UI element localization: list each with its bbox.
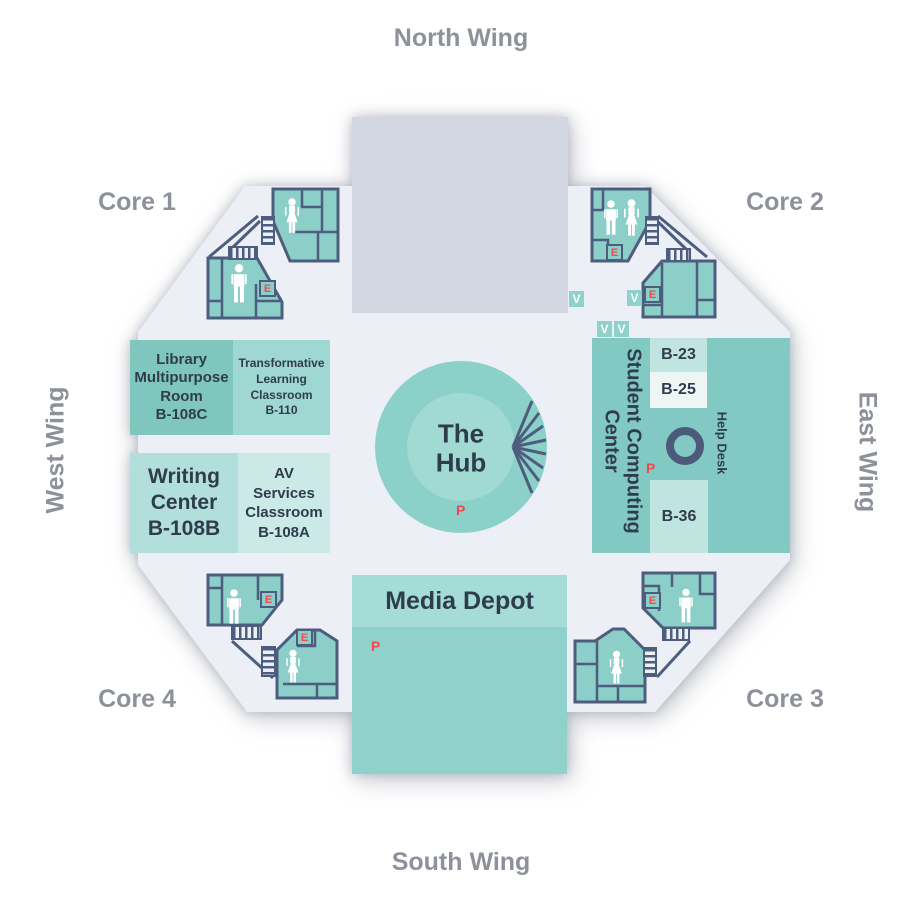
- elevator-badge: E: [606, 244, 623, 261]
- core-1-label: Core 1: [98, 188, 176, 216]
- mens-restroom-icon: [227, 589, 241, 624]
- core-2-label: Core 2: [746, 188, 824, 216]
- core-3-rooms: [573, 571, 717, 704]
- elevator-badge: E: [644, 286, 661, 303]
- printer-marker-hub: P: [456, 502, 466, 518]
- stairs-core3-upper: [662, 627, 690, 641]
- stairs-core4-upper: [231, 625, 262, 640]
- vending-badge: V: [627, 290, 642, 306]
- room-library-multipurpose: Library Multipurpose Room B-108C: [130, 340, 233, 435]
- elevator-badge: E: [644, 592, 661, 609]
- core-4-label: Core 4: [98, 685, 176, 713]
- printer-marker-media: P: [371, 638, 381, 654]
- the-hub-inner-circle: [407, 393, 515, 501]
- north-wing-block: [352, 117, 568, 313]
- the-hub-label: The Hub: [435, 418, 487, 477]
- mens-restroom-icon: [231, 264, 247, 303]
- printer-marker-scc: P: [646, 460, 656, 476]
- elevator-badge: E: [259, 280, 276, 297]
- stairs-core1-lower: [228, 246, 258, 260]
- help-desk-circle: [666, 427, 704, 465]
- room-av-services: AV Services Classroom B-108A: [238, 453, 330, 553]
- hub-stair-fan-icon: [511, 400, 547, 494]
- room-writing-center: Writing Center B-108B: [130, 453, 238, 553]
- womens-restroom-icon: [609, 650, 624, 684]
- core-3-label: Core 3: [746, 685, 824, 713]
- north-wing-label: North Wing: [393, 24, 529, 52]
- room-b25: B-25: [650, 372, 707, 408]
- vending-badge: V: [569, 291, 584, 307]
- elevator-badge: E: [296, 629, 313, 646]
- room-b23: B-23: [650, 338, 707, 372]
- womens-restroom-icon: [284, 198, 300, 233]
- south-wing-label: South Wing: [391, 848, 531, 876]
- room-media-depot: Media Depot: [352, 575, 567, 627]
- elevator-badge: E: [260, 591, 277, 608]
- core-2-rooms: [590, 187, 717, 319]
- stairs-core2-lower: [666, 248, 691, 262]
- womens-restroom-icon: [286, 649, 300, 683]
- womens-restroom-icon: [624, 199, 639, 236]
- vending-badge: V: [597, 321, 612, 337]
- stairs-core1-upper: [261, 216, 275, 245]
- room-transformative-learning: Transformative Learning Classroom B-110: [233, 340, 330, 435]
- stairs-core3-lower: [643, 647, 657, 677]
- vending-badge: V: [614, 321, 629, 337]
- mens-restroom-icon: [679, 588, 693, 623]
- room-b36: B-36: [650, 480, 708, 553]
- stairs-core4-lower: [261, 646, 276, 677]
- media-depot-area: [352, 627, 567, 774]
- stairs-core2-upper: [645, 216, 659, 245]
- mens-restroom-icon: [604, 200, 618, 235]
